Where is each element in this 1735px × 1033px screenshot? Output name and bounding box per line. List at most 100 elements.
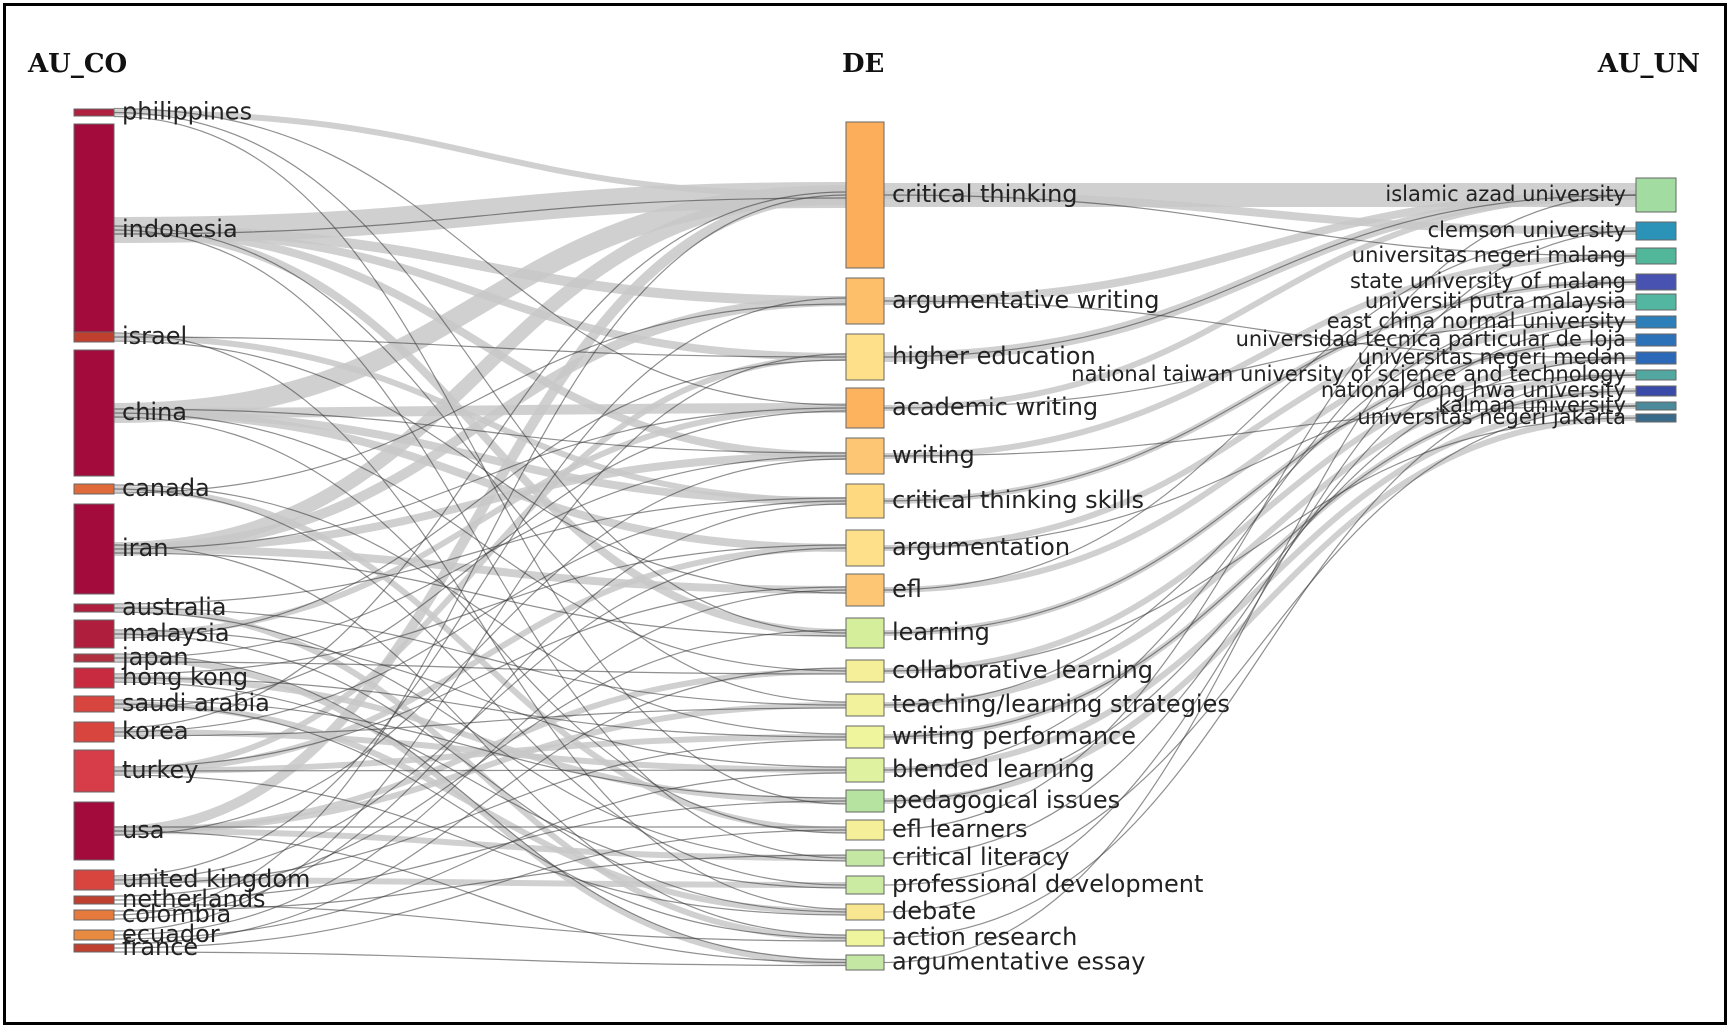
middle-right-band-7	[883, 299, 1637, 551]
left-node-label: usa	[122, 816, 164, 844]
left-node-label: france	[122, 933, 198, 961]
left-middle-line-48	[113, 854, 847, 912]
left-middle-band-17	[113, 354, 847, 774]
left-middle-line-16	[113, 407, 847, 550]
middle-node-label: teaching/learning strategies	[892, 690, 1230, 718]
left-node-18	[73, 943, 115, 953]
right-column-title: AU_UN	[1597, 49, 1700, 79]
left-node-4	[73, 483, 115, 495]
middle-right-line-13	[883, 357, 1637, 802]
left-middle-line-51	[113, 353, 847, 932]
left-node-2	[73, 331, 115, 343]
left-middle-line-11	[113, 416, 847, 834]
right-node-3	[1635, 273, 1677, 291]
middle-node-0	[845, 121, 885, 269]
left-node-label: korea	[122, 717, 189, 745]
left-middle-line-42	[113, 297, 847, 877]
middle-right-line-4	[883, 405, 1637, 457]
left-node-label: japan	[121, 643, 189, 671]
middle-node-6	[845, 529, 885, 567]
left-middle-line-26	[113, 661, 847, 675]
left-middle-line-25	[113, 455, 847, 659]
left-middle-line-27	[113, 544, 847, 675]
left-middle-line-14	[113, 303, 847, 494]
left-middle-line-1	[113, 111, 847, 634]
middle-right-line-6	[883, 374, 1637, 549]
left-middle-line-36	[113, 586, 847, 768]
left-middle-line-29	[113, 681, 847, 889]
nodes-layer: philippinesindonesiaisraelchinacanadaira…	[73, 98, 1677, 976]
left-middle-band-13	[113, 190, 847, 836]
left-middle-line-46	[113, 800, 847, 901]
left-middle-band-21	[113, 405, 847, 637]
left-middle-line-5	[113, 197, 847, 235]
middle-right-line-1	[883, 300, 1637, 359]
right-node-1	[1635, 221, 1677, 241]
middle-node-label: debate	[892, 897, 976, 925]
middle-node-label: critical thinking skills	[892, 486, 1144, 514]
middle-node-label: critical thinking	[892, 180, 1078, 208]
left-middle-line-30	[113, 699, 847, 799]
middle-right-line-0	[883, 194, 1637, 257]
middle-node-label: higher education	[892, 342, 1096, 370]
middle-node-17	[845, 903, 885, 921]
left-middle-line-4	[113, 229, 847, 859]
middle-right-line-10	[883, 301, 1637, 706]
middle-node-label: efl learners	[892, 815, 1027, 843]
left-node-15	[73, 895, 115, 905]
middle-node-8	[845, 617, 885, 649]
left-column-title: AU_CO	[27, 49, 127, 79]
right-node-4	[1635, 293, 1677, 311]
left-middle-line-6	[113, 332, 847, 910]
right-node-label: east china normal university	[1327, 309, 1626, 333]
left-node-label: hong kong	[122, 663, 248, 691]
middle-right-line-11	[883, 390, 1637, 738]
left-node-16	[73, 909, 115, 921]
middle-right-line-2	[883, 194, 1637, 358]
left-middle-line-52	[113, 589, 847, 936]
left-node-11	[73, 721, 115, 743]
left-node-17	[73, 929, 115, 941]
middle-node-10	[845, 693, 885, 717]
left-middle-band-15	[113, 702, 847, 834]
left-node-9	[73, 667, 115, 689]
middle-right-line-5	[883, 281, 1637, 502]
left-node-5	[73, 503, 115, 595]
middle-node-15	[845, 849, 885, 867]
left-middle-line-40	[113, 830, 847, 964]
middle-node-12	[845, 757, 885, 783]
middle-node-label: pedagogical issues	[892, 786, 1120, 814]
middle-node-1	[845, 277, 885, 325]
left-middle-line-7	[113, 336, 847, 358]
left-middle-line-15	[113, 544, 847, 936]
left-middle-band-20	[113, 109, 847, 198]
right-node-label: national taiwan university of science an…	[1071, 362, 1626, 386]
middle-node-19	[845, 954, 885, 971]
left-middle-band-12	[113, 545, 847, 594]
middle-right-line-7	[883, 230, 1637, 591]
left-middle-line-19	[113, 607, 847, 706]
middle-right-line-14	[883, 194, 1637, 831]
left-middle-line-43	[113, 547, 847, 881]
left-node-label: china	[122, 398, 187, 426]
right-node-label: national dong hwa university	[1321, 378, 1626, 402]
left-node-label: netherlands	[122, 885, 266, 913]
middle-right-line-15	[883, 321, 1637, 859]
left-node-8	[73, 653, 115, 663]
right-node-10	[1635, 401, 1677, 411]
middle-node-label: efl	[892, 575, 922, 603]
left-node-label: australia	[122, 593, 226, 621]
left-node-label: turkey	[122, 756, 199, 784]
left-node-0	[73, 108, 115, 117]
right-node-0	[1635, 177, 1677, 213]
right-node-label: universiti putra malaysia	[1365, 289, 1626, 313]
left-node-label: malaysia	[122, 619, 230, 647]
left-middle-line-28	[113, 677, 847, 738]
middle-right-line-8	[883, 339, 1637, 634]
left-middle-line-20	[113, 611, 847, 862]
middle-node-label: argumentative essay	[892, 948, 1145, 976]
left-middle-line-34	[113, 500, 847, 733]
middle-node-11	[845, 725, 885, 749]
right-node-label: islamic azad university	[1385, 182, 1626, 206]
middle-node-label: blended learning	[892, 755, 1095, 783]
